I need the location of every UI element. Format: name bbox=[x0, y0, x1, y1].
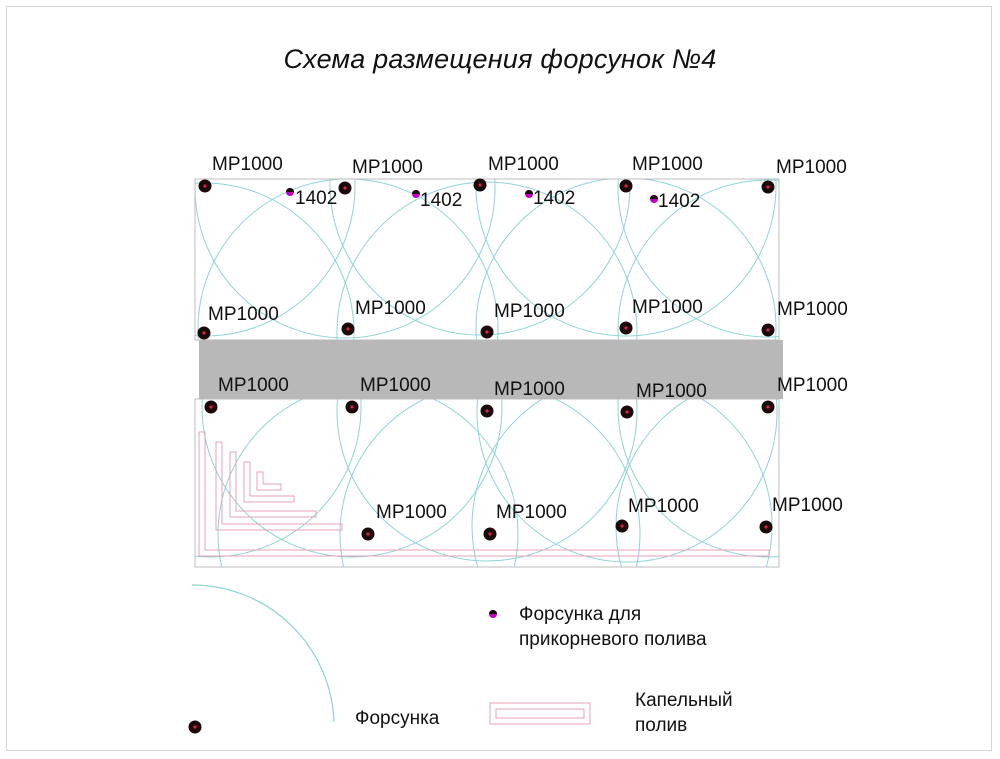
spray-arc bbox=[617, 179, 779, 338]
diagram-title: Схема размещения форсунок №4 bbox=[283, 44, 717, 74]
nozzle-label-mp1000: MP1000 bbox=[628, 496, 699, 517]
spray-arc bbox=[475, 179, 777, 340]
nozzle-center bbox=[488, 532, 492, 536]
nozzle-center bbox=[478, 183, 482, 187]
nozzle-center bbox=[766, 185, 770, 189]
root-nozzle-label-1402: 1402 bbox=[420, 190, 462, 211]
nozzle-label-mp1000: MP1000 bbox=[494, 301, 565, 322]
nozzle-center bbox=[766, 328, 770, 332]
spray-arcs bbox=[195, 179, 779, 567]
drip-line bbox=[229, 451, 317, 518]
spray-arc bbox=[195, 399, 362, 558]
legend-root-nozzle-label: Форсунка для прикорневого полива bbox=[519, 602, 707, 652]
drip-line bbox=[256, 471, 282, 491]
root-nozzle-label-1402: 1402 bbox=[658, 191, 700, 212]
nozzle-center bbox=[202, 331, 206, 335]
nozzle-center bbox=[624, 326, 628, 330]
spray-arc bbox=[336, 181, 638, 340]
root-nozzle-top bbox=[286, 188, 294, 192]
legend-root-line-2: прикорневого полива bbox=[519, 629, 707, 650]
spray-arc bbox=[617, 179, 779, 340]
nozzle-center bbox=[366, 532, 370, 536]
spray-arc bbox=[195, 179, 496, 339]
root-nozzle-top bbox=[489, 610, 497, 614]
nozzle-label-mp1000: MP1000 bbox=[352, 157, 423, 178]
legend-root-line-1: Форсунка для bbox=[519, 604, 642, 625]
spray-arc bbox=[476, 399, 778, 563]
legend bbox=[191, 584, 591, 725]
nozzle-center bbox=[766, 405, 770, 409]
nozzle-label-mp1000: MP1000 bbox=[777, 299, 848, 320]
legend-nozzle-label: Форсунка bbox=[355, 708, 440, 729]
nozzle-center bbox=[193, 725, 197, 729]
nozzle-center bbox=[343, 186, 347, 190]
root-nozzle-top bbox=[650, 195, 658, 199]
spray-arc bbox=[617, 399, 779, 558]
nozzle-label-mp1000: MP1000 bbox=[632, 154, 703, 175]
spray-arc bbox=[339, 399, 641, 567]
drip-line bbox=[243, 461, 295, 503]
path-strip bbox=[199, 340, 783, 399]
nozzle-center bbox=[203, 184, 207, 188]
nozzles bbox=[188, 178, 775, 734]
nozzle-label-mp1000: MP1000 bbox=[218, 375, 289, 396]
drip-line bbox=[198, 431, 770, 557]
nozzle-center bbox=[764, 525, 768, 529]
nozzle-label-mp1000: MP1000 bbox=[772, 495, 843, 516]
root-nozzle-top bbox=[525, 190, 533, 194]
nozzle-label-mp1000: MP1000 bbox=[776, 157, 847, 178]
nozzle-label-mp1000: MP1000 bbox=[496, 502, 567, 523]
nozzle-label-mp1000: MP1000 bbox=[212, 154, 283, 175]
nozzle-center bbox=[620, 524, 624, 528]
nozzle-label-mp1000: MP1000 bbox=[208, 304, 279, 325]
nozzle-center bbox=[625, 410, 629, 414]
root-nozzle-label-1402: 1402 bbox=[533, 188, 575, 209]
nozzle-label-mp1000: MP1000 bbox=[488, 154, 559, 175]
page-frame bbox=[6, 6, 992, 751]
root-nozzle-label-1402: 1402 bbox=[295, 188, 337, 209]
spray-arc bbox=[197, 179, 499, 340]
spray-arc bbox=[217, 399, 519, 567]
nozzle-label-mp1000: MP1000 bbox=[494, 379, 565, 400]
nozzle-center bbox=[209, 405, 213, 409]
lower-zone-outline bbox=[194, 398, 780, 568]
nozzle-label-mp1000: MP1000 bbox=[777, 375, 848, 396]
legend-spray-arc bbox=[191, 584, 335, 723]
nozzle-label-mp1000: MP1000 bbox=[360, 375, 431, 396]
spray-arc bbox=[201, 399, 503, 558]
drip-line bbox=[215, 441, 343, 531]
nozzle-center bbox=[485, 409, 489, 413]
legend-drip-line-1: Капельный bbox=[635, 690, 733, 711]
legend-drip-label: Капельный полив bbox=[635, 688, 733, 738]
nozzle-label-mp1000: MP1000 bbox=[636, 381, 707, 402]
nozzle-label-mp1000: MP1000 bbox=[376, 502, 447, 523]
drip-irrigation bbox=[198, 431, 770, 557]
nozzle-label-mp1000: MP1000 bbox=[632, 297, 703, 318]
nozzle-center bbox=[350, 405, 354, 409]
legend-drip-inner bbox=[495, 708, 585, 719]
nozzle-center bbox=[485, 330, 489, 334]
irrigation-zones bbox=[194, 178, 783, 568]
nozzle-center bbox=[624, 184, 628, 188]
legend-drip-outer bbox=[489, 702, 591, 725]
lower-spray-arcs bbox=[195, 399, 779, 567]
nozzle-label-mp1000: MP1000 bbox=[355, 298, 426, 319]
legend-drip-line-2: полив bbox=[635, 715, 688, 736]
spray-arc bbox=[336, 399, 638, 562]
nozzle-center bbox=[346, 327, 350, 331]
root-nozzle-top bbox=[412, 190, 420, 194]
